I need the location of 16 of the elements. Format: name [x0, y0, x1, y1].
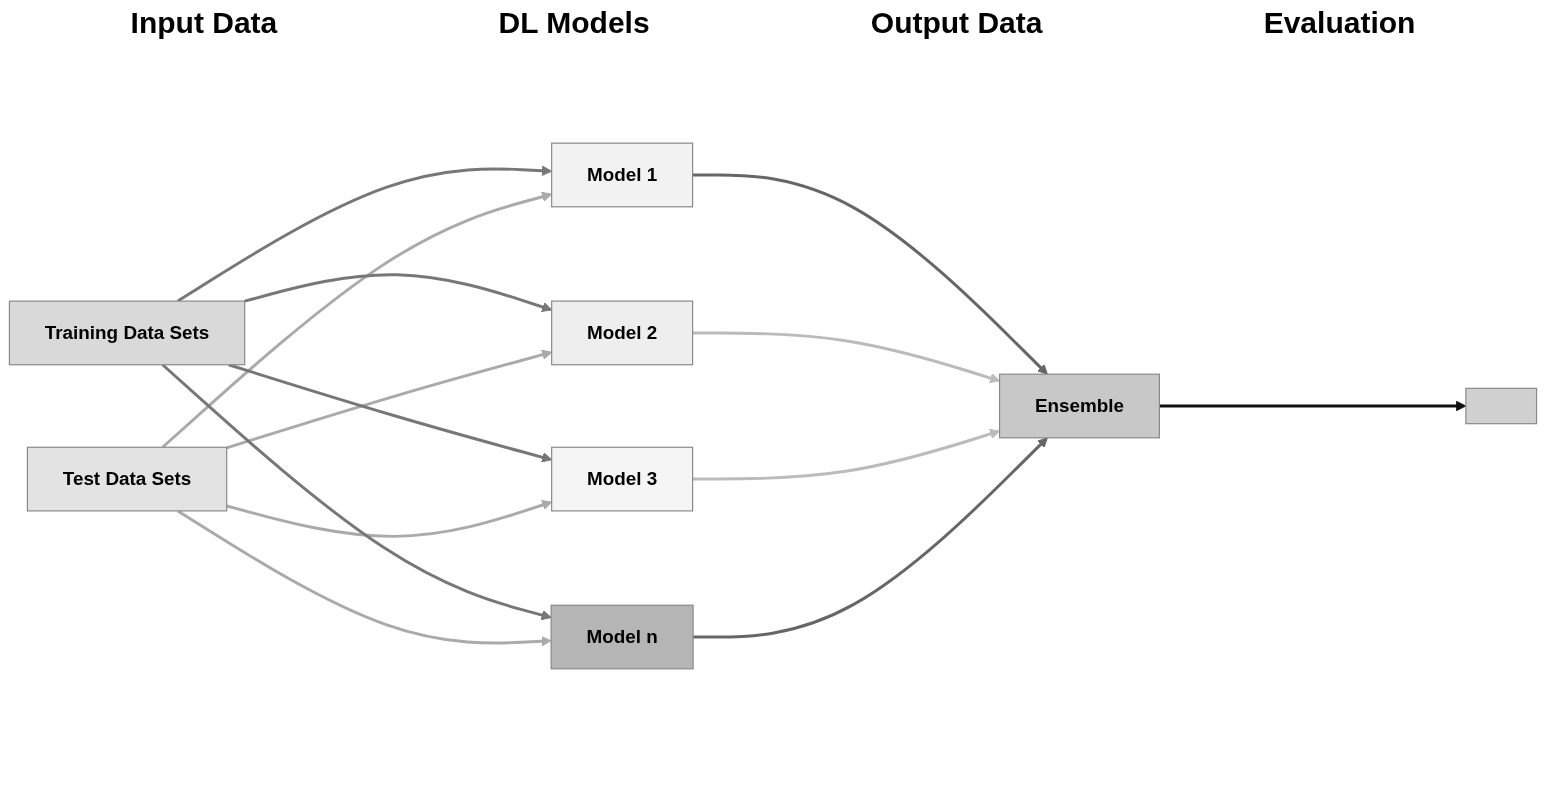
column-heading: Input Data [130, 6, 278, 40]
node-box: Test Data Sets [26, 446, 228, 512]
arrow [693, 437, 1048, 639]
node-box: Model 3 [551, 446, 694, 512]
column-heading: Evaluation [1263, 6, 1416, 40]
column-heading: Output Data [870, 6, 1043, 40]
node-box: Training Data Sets [8, 300, 246, 366]
column-heading: DL Models [498, 6, 650, 40]
arrow [177, 509, 552, 647]
node-box: Model 1 [551, 142, 694, 208]
arrow [692, 173, 1048, 375]
arrow [161, 363, 552, 621]
node-box: Model n [550, 604, 694, 670]
node-box: Model 2 [551, 300, 694, 366]
node-box [1465, 387, 1538, 425]
node-box: Ensemble [999, 373, 1160, 439]
